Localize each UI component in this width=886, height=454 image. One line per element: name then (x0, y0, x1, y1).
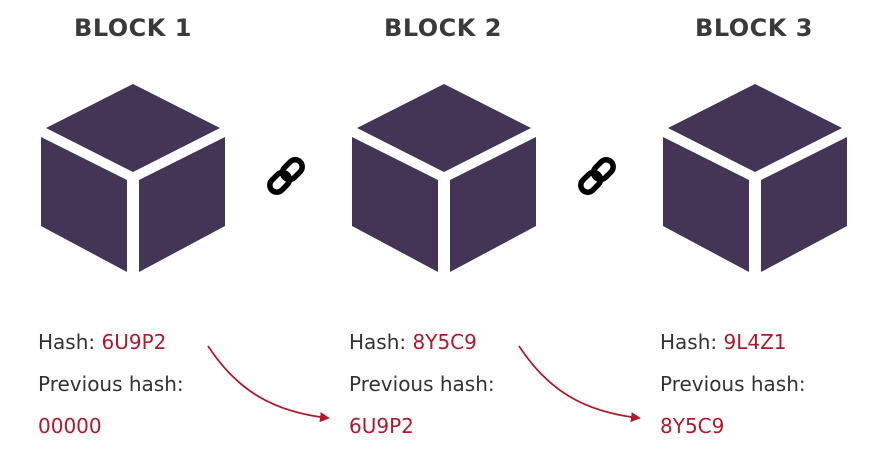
block-2-cube-icon (352, 84, 536, 272)
block-2-title: BLOCK 2 (384, 14, 502, 42)
hash-label: Hash: (349, 330, 413, 354)
hash-label: Hash: (660, 330, 724, 354)
arrow-block-2-to-block-3 (518, 345, 641, 423)
block-2-hash-line: Hash: 8Y5C9 (349, 330, 477, 354)
block-3-cube-icon (663, 84, 847, 272)
block-2-prev-hash-value: 6U9P2 (349, 414, 414, 438)
block-1-cube-icon (41, 84, 225, 272)
block-1-hash-value: 6U9P2 (101, 330, 167, 354)
block-3-prev-hash-value: 8Y5C9 (660, 414, 725, 438)
chain-link-icon (578, 157, 616, 195)
block-3-title: BLOCK 3 (695, 14, 813, 42)
block-3-hash-line: Hash: 9L4Z1 (660, 330, 787, 354)
block-3-hash-value: 9L4Z1 (723, 330, 787, 354)
chain-link-icon (267, 157, 305, 195)
block-1-title: BLOCK 1 (74, 14, 192, 42)
block-1-prev-hash-value: 00000 (38, 414, 102, 438)
arrow-block-1-to-block-2 (207, 345, 330, 423)
hash-label: Hash: (38, 330, 102, 354)
block-3-prev-label: Previous hash: (660, 372, 806, 396)
block-1-hash-line: Hash: 6U9P2 (38, 330, 166, 354)
block-1-prev-label: Previous hash: (38, 372, 184, 396)
block-2-hash-value: 8Y5C9 (412, 330, 477, 354)
block-2-prev-label: Previous hash: (349, 372, 495, 396)
